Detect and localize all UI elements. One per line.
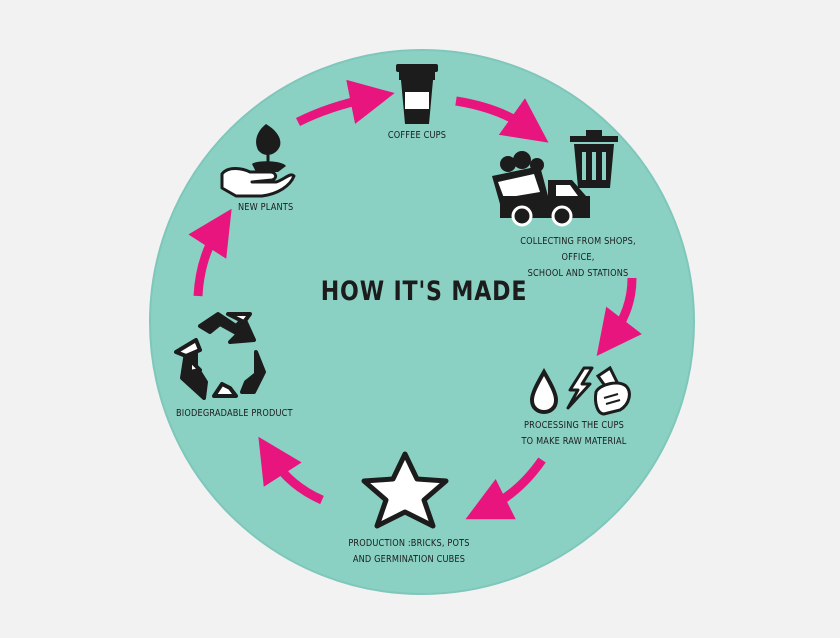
- hand-tool-icon: [594, 365, 631, 416]
- diagram-title: HOW IT'S MADE: [320, 276, 528, 307]
- label-biodegradable: BIODEGRADABLE PRODUCT: [176, 408, 293, 419]
- label-new-plants: NEW PLANTS: [238, 202, 294, 213]
- arrow-truck-to-processing: [596, 277, 642, 356]
- cycle-arrows: [188, 79, 642, 520]
- recycle-icon: [174, 312, 266, 400]
- processing-icons: [529, 365, 631, 416]
- garbage-truck-icon: [492, 130, 618, 227]
- arrow-production-to-product: [258, 436, 324, 505]
- coffee-cup-icon: [396, 64, 438, 124]
- arrow-product-to-plants: [188, 208, 232, 297]
- plant-hand-icon: [220, 124, 296, 198]
- lightning-icon: [566, 366, 594, 410]
- label-coffee-cups: COFFEE CUPS: [387, 130, 447, 141]
- arrow-cups-to-truck: [455, 96, 549, 143]
- star-icon: [361, 451, 449, 529]
- label-collecting: COLLECTING FROM SHOPS, OFFICE, SCHOOL AN…: [520, 236, 636, 279]
- arrow-plants-to-cups: [295, 79, 395, 127]
- label-processing: PROCESSING THE CUPS TO MAKE RAW MATERIAL: [521, 420, 627, 447]
- arrow-processing-to-production: [465, 457, 546, 520]
- label-production: PRODUCTION :BRICKS, POTS AND GERMINATION…: [348, 538, 470, 565]
- water-drop-icon: [529, 367, 559, 415]
